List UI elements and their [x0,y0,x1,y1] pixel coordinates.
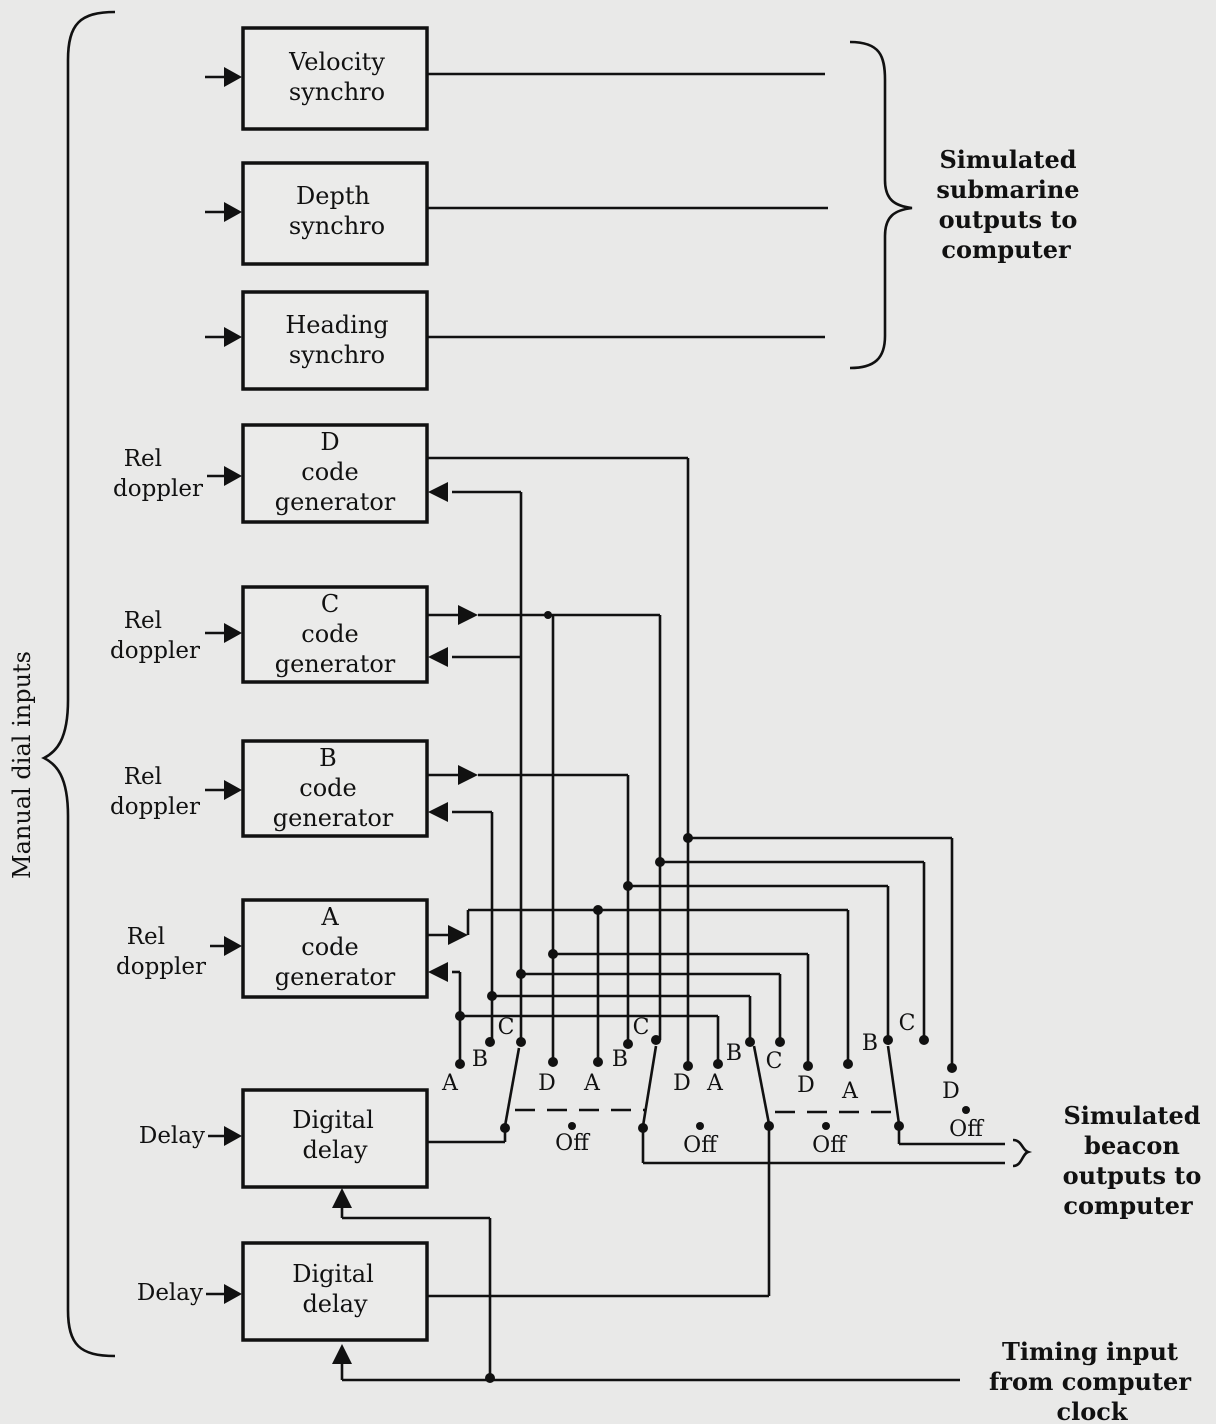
block-line: Depth [296,182,370,210]
block-line: generator [275,963,396,991]
block-line: A [320,903,339,931]
switch-3-pos-d: D [797,1073,815,1098]
rel-label: Rel [124,764,162,790]
digital-delay-block-2: Digital delay [241,1241,429,1342]
block-line: Heading [285,311,388,339]
synchro-output-lines [427,72,828,339]
switch-1-pos-d: D [538,1071,556,1096]
block-line: code [301,933,358,961]
b-code-generator-block: B code generator [241,739,429,838]
beacon-outputs-label: Simulated beacon outputs to computer [1063,1101,1202,1220]
beacon-label-line: beacon [1084,1131,1180,1160]
block-line: code [301,458,358,486]
switch-4-pos-b: B [862,1031,878,1056]
switch-4-off: Off [949,1117,984,1142]
doppler-label: doppler [113,476,203,502]
switch-1-pos-b: B [472,1047,488,1072]
timing-label-line: Timing input [1002,1337,1178,1366]
d-code-generator-block: D code generator [241,423,429,524]
digital-delay-block-1: Digital delay [241,1088,429,1189]
switch-1-pos-a: A [441,1071,459,1096]
switch-2-pos-b: B [612,1047,628,1072]
timing-label-line: clock [1057,1397,1129,1424]
delay-label: Delay [139,1123,205,1149]
block-line: code [299,774,356,802]
switch-3-pos-c: C [766,1049,783,1074]
rel-doppler-inputs: Rel doppler Rel doppler Rel doppler Rel … [110,446,242,980]
switch-3-off: Off [812,1133,847,1158]
doppler-label: doppler [110,794,200,820]
delay-label: Delay [137,1280,203,1306]
block-line: Digital [292,1106,374,1134]
timing-input-label: Timing input from computer clock [989,1337,1191,1424]
block-line: delay [302,1136,368,1164]
block-line: generator [275,650,396,678]
rel-label: Rel [124,608,162,634]
doppler-label: doppler [110,638,200,664]
switch-2-pos-c: C [633,1015,650,1040]
submarine-label-line: submarine [936,175,1079,204]
switch-2-pos-a: A [583,1071,601,1096]
velocity-synchro-block: Velocity synchro [241,26,429,131]
submarine-outputs-brace [849,40,913,370]
block-line: synchro [289,78,385,106]
block-line: Digital [292,1260,374,1288]
switch-position-labels: A B C D Off A B C D Off A B C D Off A B … [441,1011,984,1158]
heading-synchro-block: Heading synchro [241,290,429,391]
switch-2-pos-d: D [673,1071,691,1096]
c-code-generator-block: C code generator [241,585,429,684]
block-line: Velocity [288,48,385,76]
timing-label-line: from computer [989,1367,1191,1396]
switch-3-pos-b: B [726,1041,742,1066]
delay-inputs: Delay Delay [137,1123,242,1306]
synchro-input-arrows [205,67,242,347]
beacon-label-line: Simulated [1063,1101,1200,1130]
block-line: C [321,590,339,618]
switch-4-pos-c: C [899,1011,916,1036]
switch-outputs [427,1126,1033,1298]
rel-label: Rel [124,446,162,472]
block-line: synchro [289,212,385,240]
submarine-label-line: outputs to [939,205,1078,234]
switch-4-pos-d: D [942,1079,960,1104]
generator-wiring [427,456,954,1068]
submarine-outputs-label: Simulated submarine outputs to computer [936,145,1079,264]
block-line: generator [273,804,394,832]
switch-2-off: Off [683,1133,718,1158]
beacon-label-line: computer [1063,1191,1193,1220]
rel-label: Rel [127,924,165,950]
switch-4-pos-a: A [841,1079,859,1104]
switch-3-pos-a: A [706,1071,724,1096]
doppler-label: doppler [116,954,206,980]
block-line: generator [275,488,396,516]
beacon-label-line: outputs to [1063,1161,1202,1190]
block-line: code [301,620,358,648]
a-code-generator-block: A code generator [241,898,429,999]
block-line: synchro [289,341,385,369]
switch-1-pos-c: C [498,1015,515,1040]
block-line: delay [302,1290,368,1318]
timing-network [332,1188,960,1383]
depth-synchro-block: Depth synchro [241,161,429,266]
switch-1-off: Off [555,1131,590,1156]
submarine-label-line: computer [941,235,1071,264]
submarine-label-line: Simulated [939,145,1076,174]
manual-inputs-brace [41,10,116,1358]
manual-inputs-label: Manual dial inputs [8,651,36,879]
block-line: B [319,744,337,772]
block-line: D [320,428,339,456]
